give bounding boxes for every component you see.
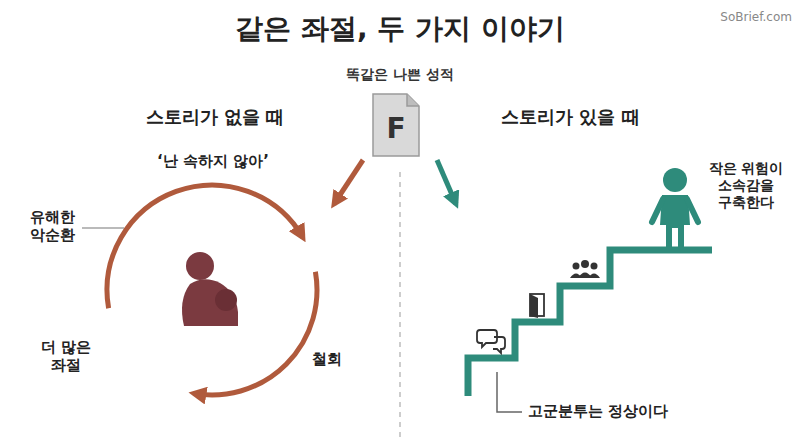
- svg-part: [182, 279, 238, 326]
- divider-line: [399, 172, 401, 440]
- cycle-step: 철회: [312, 350, 356, 368]
- svg-part: [477, 330, 497, 347]
- document-caption: 똑같은 나쁜 성적: [326, 66, 474, 83]
- svg-part: [530, 294, 538, 318]
- leader-line: [82, 227, 124, 228]
- svg-part: [186, 252, 214, 280]
- diagram-title: 같은 좌절, 두 가지 이야기: [0, 12, 800, 46]
- watermark: SoBrief.com: [700, 10, 792, 24]
- svg-part: [573, 263, 580, 270]
- cycle-step: ‘난 속하지 않아’: [138, 152, 288, 170]
- grade-letter: F: [372, 99, 420, 157]
- scenario-heading: 스토리가 있을 때: [456, 105, 764, 128]
- svg-part: [663, 168, 687, 192]
- step-note: 고군분투는 정상이다: [528, 402, 728, 420]
- group-icon: [570, 260, 600, 278]
- outcome-note: 작은 위험이 소속감을 구축한다: [700, 160, 792, 210]
- cycle-name: 유해한 악순환: [24, 208, 80, 244]
- svg-part: [493, 337, 505, 353]
- svg-part: [652, 199, 663, 222]
- sitting-figure: [182, 252, 238, 326]
- bracket-leader: [497, 372, 522, 412]
- door-icon: [530, 294, 544, 318]
- flow-arrow: [437, 160, 456, 204]
- svg-part: [581, 260, 589, 268]
- svg-part: [588, 274, 600, 279]
- svg-part: [660, 195, 690, 248]
- scenario-region: 스토리가 없을 때: [96, 105, 334, 405]
- svg-part: [687, 199, 698, 222]
- speech-icon: [477, 330, 505, 353]
- flow-arrow: [334, 160, 363, 204]
- document-node: 똑같은 나쁜 성적 F: [326, 66, 474, 160]
- document-fold: [407, 94, 419, 106]
- standing-figure: [652, 168, 698, 248]
- scenario-heading: 스토리가 없을 때: [96, 105, 334, 128]
- cycle-step: 더 많은 좌절: [34, 338, 98, 374]
- stairs: [468, 250, 712, 396]
- scenario-region: 스토리가 있을 때: [456, 105, 764, 405]
- svg-part: [591, 263, 598, 270]
- svg-part: [215, 289, 237, 311]
- document-outline: [373, 94, 419, 156]
